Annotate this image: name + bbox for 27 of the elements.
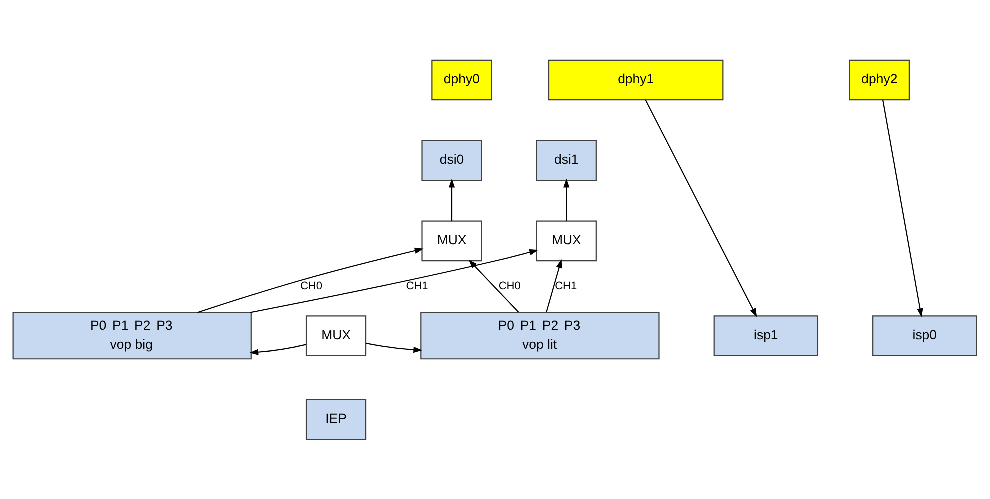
arrow xyxy=(546,258,562,312)
node-box: IEP xyxy=(306,398,367,440)
edge-label: CH1 xyxy=(406,280,428,292)
node-box: MUX xyxy=(422,220,482,262)
edge-label: CH1 xyxy=(555,280,578,292)
node-box: P0 P1 P2 P3 vop lit xyxy=(420,312,660,360)
node-box: dsi1 xyxy=(536,140,597,181)
node-box: dphy2 xyxy=(849,59,910,100)
arrow xyxy=(468,259,520,312)
arrow xyxy=(448,178,456,221)
edge-label: CH0 xyxy=(498,280,521,292)
node-box: MUX xyxy=(306,315,367,356)
node-box: dsi0 xyxy=(422,140,482,181)
arrow xyxy=(882,100,924,317)
node-box: isp1 xyxy=(714,315,819,356)
edge-label: CH0 xyxy=(300,280,322,292)
node-box: dphy0 xyxy=(432,59,492,100)
arrow xyxy=(645,100,758,317)
arrow xyxy=(564,178,570,221)
arrow xyxy=(198,247,424,313)
node-box: P0 P1 P2 P3 vop big xyxy=(12,312,252,360)
arrow xyxy=(250,248,538,313)
arrow xyxy=(250,344,307,355)
node-box: MUX xyxy=(536,220,597,262)
node-box: isp0 xyxy=(872,315,978,356)
node-box: dphy1 xyxy=(548,59,724,100)
arrow xyxy=(366,342,423,353)
